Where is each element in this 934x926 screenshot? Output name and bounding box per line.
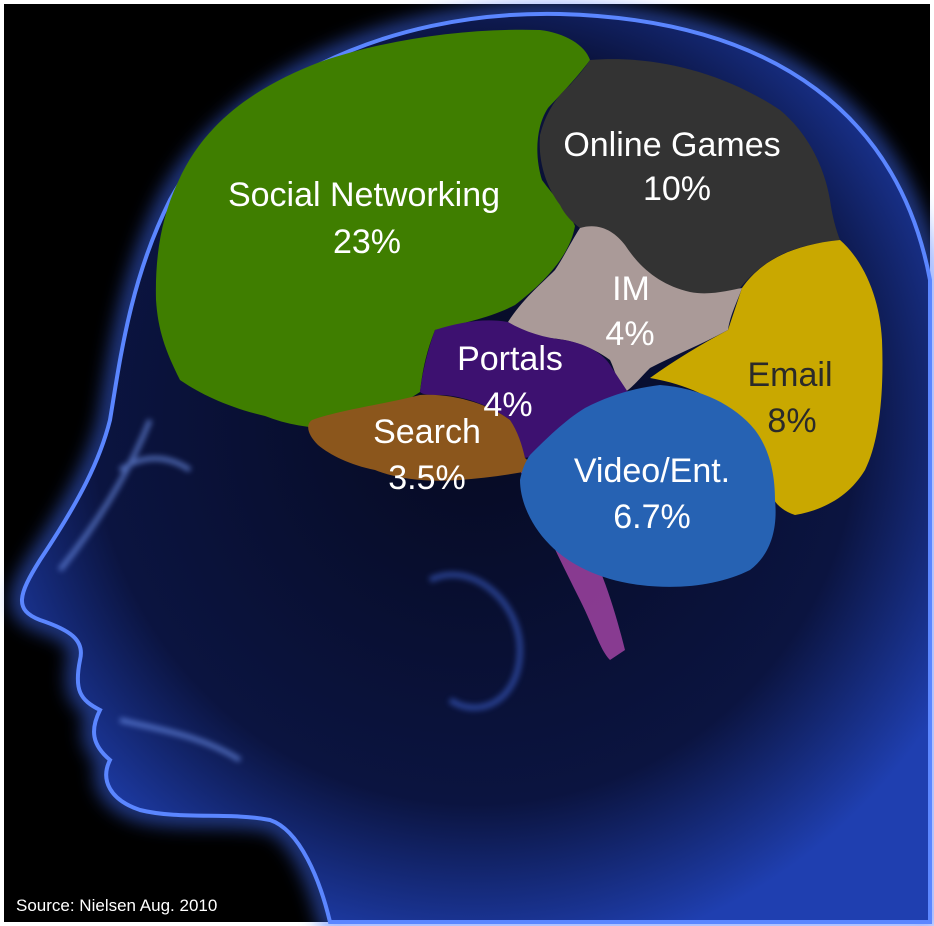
region-video-ent bbox=[520, 385, 776, 587]
region-value: 23% bbox=[333, 223, 401, 261]
region-name: Portals bbox=[457, 340, 563, 378]
label-im: IM 4% bbox=[605, 270, 654, 353]
region-name: IM bbox=[612, 270, 650, 308]
region-name: Online Games bbox=[563, 126, 780, 164]
region-value: 4% bbox=[483, 386, 532, 424]
label-email: Email 8% bbox=[747, 356, 832, 440]
label-social-networking: Social Networking 23% bbox=[228, 176, 500, 261]
face-highlight bbox=[58, 419, 242, 763]
region-name: Social Networking bbox=[228, 176, 500, 214]
region-search bbox=[308, 394, 532, 481]
label-search: Search 3.5% bbox=[373, 413, 481, 497]
label-portals: Portals 4% bbox=[457, 340, 563, 424]
source-caption: Source: Nielsen Aug. 2010 bbox=[16, 896, 218, 915]
region-name: Email bbox=[747, 356, 832, 394]
region-value: 6.7% bbox=[613, 498, 691, 536]
ear-highlight bbox=[428, 571, 524, 711]
region-email bbox=[650, 240, 883, 515]
region-value: 4% bbox=[605, 315, 654, 353]
label-video-ent: Video/Ent. 6.7% bbox=[574, 452, 730, 536]
region-value: 10% bbox=[643, 170, 711, 208]
label-online-games: Online Games 10% bbox=[563, 126, 780, 208]
region-im bbox=[508, 226, 742, 392]
region-value: 8% bbox=[767, 402, 816, 440]
region-name: Search bbox=[373, 413, 481, 451]
region-online-games bbox=[539, 59, 840, 298]
region-value: 3.5% bbox=[388, 459, 466, 497]
region-name: Video/Ent. bbox=[574, 452, 730, 490]
region-social-networking bbox=[155, 29, 590, 429]
